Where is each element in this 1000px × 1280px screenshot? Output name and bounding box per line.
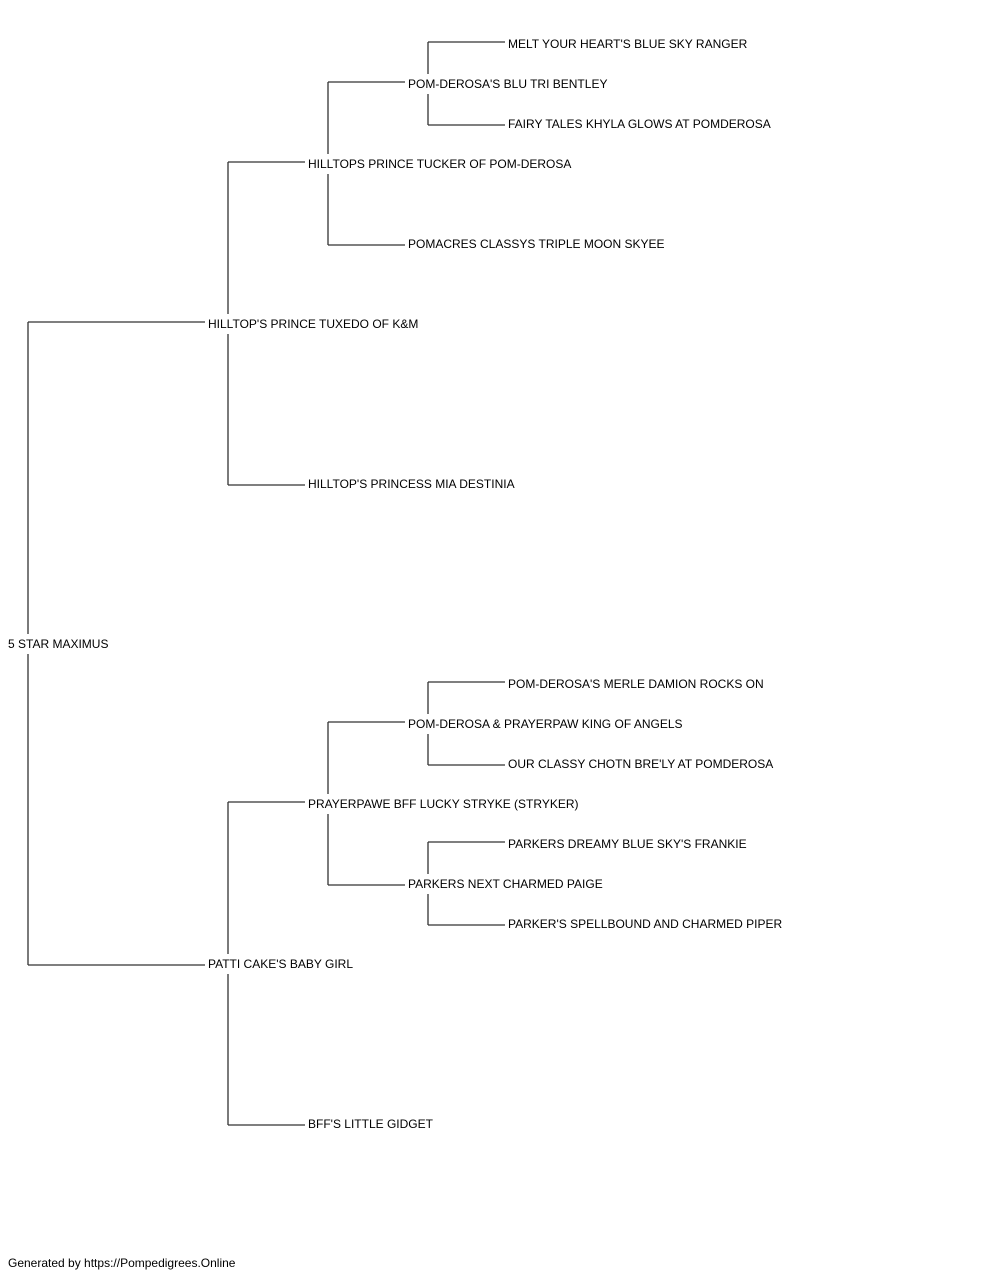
node-dam-sire-sire-sire: POM-DEROSA'S MERLE DAMION ROCKS ON [508, 677, 764, 691]
node-sire-dam: HILLTOP'S PRINCESS MIA DESTINIA [308, 477, 515, 491]
node-dam-sire-dam: PARKERS NEXT CHARMED PAIGE [408, 877, 603, 891]
node-dam-dam: BFF'S LITTLE GIDGET [308, 1117, 434, 1131]
node-dam-sire-sire-dam: OUR CLASSY CHOTN BRE'LY AT POMDEROSA [508, 757, 773, 771]
node-sire-sire-sire-sire: MELT YOUR HEART'S BLUE SKY RANGER [508, 37, 748, 51]
node-sire-sire-sire: POM-DEROSA'S BLU TRI BENTLEY [408, 77, 607, 91]
generated-by-footer: Generated by https://Pompedigrees.Online [8, 1256, 236, 1270]
node-sire-sire: HILLTOPS PRINCE TUCKER OF POM-DEROSA [308, 157, 571, 171]
node-sire-sire-sire-dam: FAIRY TALES KHYLA GLOWS AT POMDEROSA [508, 117, 771, 131]
node-subject: 5 STAR MAXIMUS [8, 637, 108, 651]
node-sire: HILLTOP'S PRINCE TUXEDO OF K&M [208, 317, 418, 331]
node-dam-sire-dam-dam: PARKER'S SPELLBOUND AND CHARMED PIPER [508, 917, 782, 931]
connector-lines [27, 41, 505, 1126]
node-sire-sire-dam: POMACRES CLASSYS TRIPLE MOON SKYEE [408, 237, 665, 251]
node-dam: PATTI CAKE'S BABY GIRL [208, 957, 353, 971]
node-dam-sire-dam-sire: PARKERS DREAMY BLUE SKY'S FRANKIE [508, 837, 747, 851]
node-dam-sire-sire: POM-DEROSA & PRAYERPAW KING OF ANGELS [408, 717, 683, 731]
node-dam-sire: PRAYERPAWE BFF LUCKY STRYKE (STRYKER) [308, 797, 579, 811]
